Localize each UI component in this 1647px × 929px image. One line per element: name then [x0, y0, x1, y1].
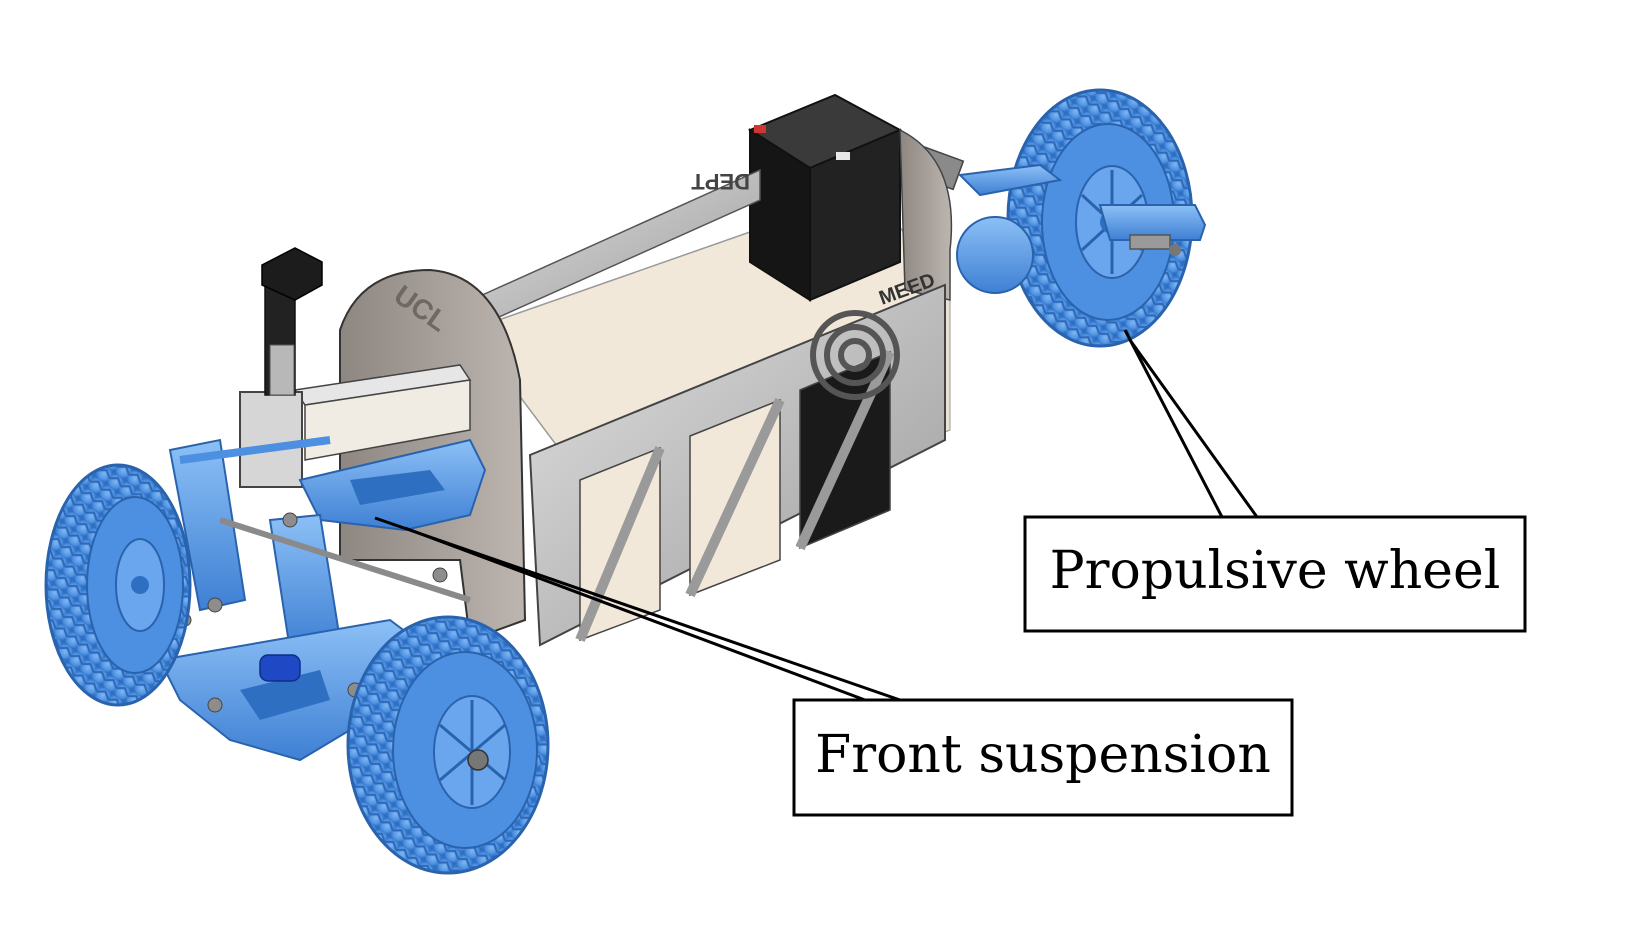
callout-lines: [374, 329, 1259, 702]
chassis-back-wall: DEPT: [459, 168, 761, 332]
front-suspension-label: Front suspension: [815, 725, 1271, 785]
propulsive-wheel-callout: Propulsive wheel: [1023, 515, 1527, 633]
front-suspension: [158, 436, 487, 762]
chassis-side-panel: MEED: [528, 269, 946, 647]
steering-unit: [239, 247, 472, 488]
front-suspension-callout: Front suspension: [792, 698, 1294, 817]
front-right-wheel: [346, 615, 550, 875]
propulsive-wheel-label: Propulsive wheel: [1050, 541, 1501, 601]
top-engraving: DEPT: [691, 169, 750, 194]
battery: [747, 93, 903, 302]
front-left-wheel: [44, 463, 192, 707]
propulsive-wheel-leader: [1123, 329, 1224, 518]
rear-plate: [899, 128, 953, 301]
